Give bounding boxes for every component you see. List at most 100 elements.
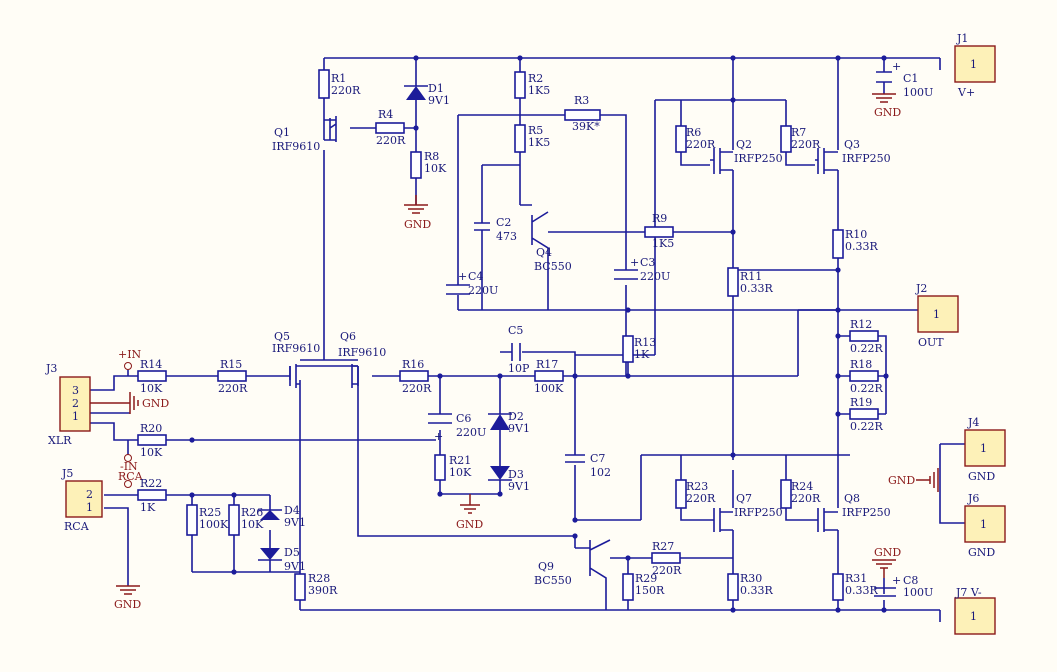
r4-ref: R4	[378, 108, 393, 121]
r30-ref: R30	[740, 572, 762, 585]
r12-ref: R12	[850, 318, 872, 331]
d4-val: 9V1	[284, 516, 306, 529]
gnd-c1: GND	[874, 106, 901, 119]
j1-ref: J1	[956, 32, 968, 45]
j5-name: RCA	[64, 520, 90, 533]
j5-pin-2: 2	[86, 488, 93, 501]
r13-ref: R13	[634, 336, 656, 349]
d2-ref: D2	[508, 410, 524, 423]
r14-ref: R14	[140, 358, 162, 371]
q8-ref: Q8	[844, 492, 860, 505]
q3-val: IRFP250	[842, 152, 891, 165]
d3-ref: D3	[508, 468, 524, 481]
r25-ref: R25	[199, 506, 221, 519]
wires	[90, 57, 965, 622]
c3-val: 220U	[640, 270, 670, 283]
c1-ref: C1	[903, 72, 918, 85]
r25-val: 100K	[199, 518, 229, 531]
c2-val: 473	[496, 230, 517, 243]
d2-val: 9V1	[508, 422, 530, 435]
resistor-bodies	[137, 69, 879, 601]
zener-diodes	[258, 85, 512, 561]
r11-val: 0.33R	[740, 282, 773, 295]
c8-ref: C8	[903, 574, 918, 587]
j4-pin: 1	[980, 442, 987, 455]
r15-ref: R15	[220, 358, 242, 371]
c4-plus: +	[458, 270, 467, 283]
r26-val: 10K	[241, 518, 264, 531]
r20-ref: R20	[140, 422, 162, 435]
r7-val: 220R	[791, 138, 821, 151]
r15-val: 220R	[218, 382, 248, 395]
j3-pin-1: 1	[72, 410, 79, 423]
r22-val: 1K	[140, 501, 156, 514]
r6-ref: R6	[686, 126, 701, 139]
q4-val: BC550	[534, 260, 572, 273]
c1-val: 100U	[903, 86, 933, 99]
q6-ref: Q6	[340, 330, 356, 343]
r18-ref: R18	[850, 358, 872, 371]
j1-pin: 1	[970, 58, 977, 71]
r19-val: 0.22R	[850, 420, 883, 433]
r8-ref: R8	[424, 150, 439, 163]
r13-val: 1K	[634, 348, 650, 361]
pin-circles	[124, 362, 132, 488]
r6-val: 220R	[686, 138, 716, 151]
q5-val: IRF9610	[272, 342, 320, 355]
r28-val: 390R	[308, 584, 338, 597]
q1-ref: Q1	[274, 126, 290, 139]
j1-net: V+	[957, 86, 975, 99]
r24-val: 220R	[791, 492, 821, 505]
j4-net: GND	[968, 470, 995, 483]
q9-val: BC550	[534, 574, 572, 587]
c7-ref: C7	[590, 452, 605, 465]
c6-ref: C6	[456, 412, 471, 425]
q7-ref: Q7	[736, 492, 752, 505]
r30-val: 0.33R	[740, 584, 773, 597]
r27-ref: R27	[652, 540, 674, 553]
gnd-rca: GND	[114, 598, 141, 611]
r2-val: 1K5	[528, 84, 550, 97]
r1-val: 220R	[331, 84, 361, 97]
r17-ref: R17	[536, 358, 558, 371]
q6-val: IRF9610	[338, 346, 386, 359]
r9-val: 1K5	[652, 237, 674, 250]
j4-ref: J4	[967, 416, 979, 429]
d4-ref: D4	[284, 504, 300, 517]
gnd-c8: GND	[874, 546, 901, 559]
j2-net: OUT	[918, 336, 944, 349]
gnd-d1: GND	[404, 218, 431, 231]
r21-ref: R21	[449, 454, 471, 467]
gnd-d3: GND	[456, 518, 483, 531]
d3-val: 9V1	[508, 480, 530, 493]
r18-val: 0.22R	[850, 382, 883, 395]
r19-ref: R19	[850, 396, 872, 409]
c8-val: 100U	[903, 586, 933, 599]
c4-val: 220U	[468, 284, 498, 297]
d1-ref: D1	[428, 82, 444, 95]
ground-symbols	[90, 93, 939, 595]
r4-val: 220R	[376, 134, 406, 147]
capacitor-plates	[428, 71, 896, 597]
r14-val: 10K	[140, 382, 163, 395]
j2-ref: J2	[915, 282, 927, 295]
labels: J1 1 V+ J2 1 OUT J3 3 2 1 XLR J4 1 GND J…	[45, 32, 995, 623]
c7-val: 102	[590, 466, 611, 479]
net-minus-in: -IN	[120, 460, 138, 473]
q5-ref: Q5	[274, 330, 290, 343]
j6-pin: 1	[980, 518, 987, 531]
c5-val: 10P	[508, 362, 530, 375]
r3-ref: R3	[574, 94, 589, 107]
c6-plus: +	[434, 430, 443, 443]
r28-ref: R28	[308, 572, 330, 585]
r7-ref: R7	[791, 126, 806, 139]
r10-val: 0.33R	[845, 240, 878, 253]
q7-val: IRFP250	[734, 506, 783, 519]
connector-boxes	[59, 45, 1006, 635]
j7-pin: 1	[970, 610, 977, 623]
j7-ref: J7 V-	[955, 586, 982, 599]
d5-ref: D5	[284, 546, 300, 559]
r20-val: 10K	[140, 446, 163, 459]
r5-ref: R5	[528, 124, 543, 137]
